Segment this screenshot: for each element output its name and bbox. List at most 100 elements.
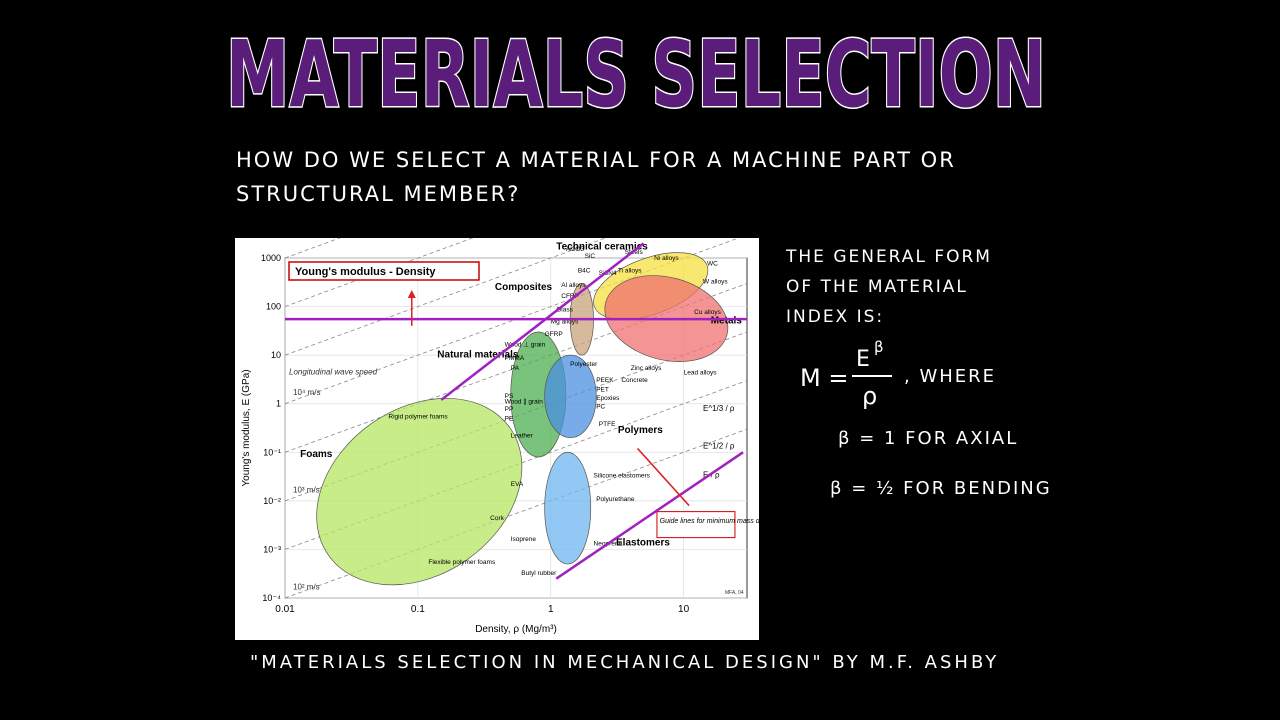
material-label: Silicone elastomers: [594, 473, 651, 480]
guide-box-text: Guide lines for minimum mass design: [660, 518, 759, 525]
material-label: Butyl rubber: [521, 570, 557, 577]
y-axis-title: Young's modulus, E (GPa): [241, 369, 252, 486]
material-label: Isoprene: [511, 536, 537, 543]
guide-label: E^1/2 / ρ: [703, 441, 735, 450]
x-tick-label: 0.1: [411, 604, 425, 615]
x-tick-label: 0.01: [275, 604, 295, 615]
equation-where: , WHERE: [904, 366, 996, 387]
family-label: Technical ceramics: [556, 241, 648, 252]
wave-speed-guide: [284, 238, 607, 356]
material-label: Polyester: [570, 361, 598, 368]
material-label: Leather: [511, 433, 534, 440]
material-label: PMMA: [505, 355, 525, 362]
family-envelope: [544, 451, 592, 565]
x-tick-label: 10: [678, 604, 690, 615]
y-tick-label: 1000: [261, 253, 281, 263]
title-text: MATERIALS SELECTION: [226, 21, 1046, 122]
family-label: Metals: [711, 315, 743, 326]
beta-axial: β = 1 FOR AXIAL: [838, 428, 1019, 449]
family-label: Natural materials: [437, 349, 519, 360]
annotation-arrow-guide: [636, 447, 690, 507]
family-envelope: [316, 398, 523, 586]
guide-label: E / ρ: [703, 471, 720, 480]
material-label: Glass: [556, 306, 573, 313]
y-tick-label: 10⁻¹: [263, 447, 281, 457]
material-label: SiC: [585, 253, 596, 260]
material-label: EVA: [511, 481, 524, 488]
material-label: PTFE: [599, 421, 616, 428]
y-tick-label: 100: [266, 302, 281, 312]
material-label: PEEK: [596, 377, 614, 384]
material-label: Mg alloys: [551, 318, 579, 325]
material-label: CFRP: [561, 293, 579, 300]
material-label: Lead alloys: [684, 369, 718, 376]
index-line-linear: [555, 451, 744, 580]
question-text: HOW DO WE SELECT A MATERIAL FOR A MACHIN…: [236, 148, 956, 206]
wave-speed-label: 10² m/s: [293, 582, 320, 591]
material-label: Ti alloys: [618, 268, 642, 275]
y-tick-label: 10: [271, 350, 281, 360]
material-label: Ni alloys: [654, 255, 679, 262]
material-label: Rigid polymer foams: [388, 413, 448, 420]
equation-denominator: ρ: [862, 382, 877, 410]
material-label: Cu alloys: [694, 309, 721, 316]
wave-speed-guide: [284, 428, 748, 599]
material-label: PS: [505, 393, 514, 400]
material-label: GFRP: [545, 331, 563, 338]
index-line-1: THE GENERAL FORM: [786, 247, 992, 267]
y-tick-label: 1: [276, 399, 281, 409]
family-envelope: [544, 354, 597, 439]
beta-bending: β = ½ FOR BENDING: [830, 478, 1052, 499]
guide-label: E^1/3 / ρ: [703, 404, 735, 413]
annotation-arrowhead: [407, 289, 416, 298]
page-title: MATERIALS SELECTION: [222, 10, 1052, 130]
wave-speed-label: 10⁴ m/s: [293, 388, 320, 397]
material-label: Wood ∥ grain: [505, 398, 544, 406]
material-label: PE: [505, 416, 514, 423]
family-label: Polymers: [618, 425, 663, 436]
index-line-sqrt: [440, 242, 645, 401]
equation-numerator: E: [856, 347, 870, 372]
material-label: Al alloys: [561, 282, 586, 289]
y-tick-label: 10⁻³: [263, 544, 281, 554]
material-label: Wood ⊥ grain: [505, 342, 546, 349]
material-label: PP: [505, 406, 514, 413]
family-label: Elastomers: [616, 538, 670, 549]
material-label: Zinc alloys: [631, 365, 662, 372]
material-label: PET: [596, 386, 609, 393]
y-tick-label: 10⁻²: [263, 496, 281, 506]
guide-box: [656, 511, 736, 539]
material-label: Si3N4: [599, 270, 617, 277]
material-label: Epoxies: [596, 395, 620, 402]
index-line-2: OF THE MATERIAL: [786, 277, 968, 297]
material-label: PA: [511, 365, 520, 372]
y-tick-label: 10⁻⁴: [262, 593, 281, 603]
equation-exponent: β: [874, 338, 884, 356]
material-label: Steels: [625, 249, 644, 256]
index-line-3: INDEX IS:: [786, 307, 885, 327]
ashby-chart-svg: 1000 100 10 1 10⁻¹ 10⁻² 10⁻³ 10⁻⁴0.01 0.1 1 10Dens…: [241, 238, 759, 635]
material-index-equation: M = E β ρ , WHERE: [800, 338, 1040, 418]
equation-lhs: M =: [800, 364, 848, 392]
material-label: Concrete: [621, 377, 648, 384]
wave-speed-title: Longitudinal wave speed: [289, 367, 378, 376]
material-label: Cork: [490, 515, 504, 522]
material-label: Polyurethane: [596, 496, 635, 503]
family-label: Foams: [300, 449, 333, 460]
material-label: W alloys: [703, 278, 728, 285]
material-label: B4C: [578, 268, 591, 275]
citation-text: "MATERIALS SELECTION IN MECHANICAL DESIG…: [250, 652, 1000, 673]
wave-speed-label: 10³ m/s: [293, 485, 320, 494]
chart-title-box: [288, 261, 480, 281]
material-label: Flexible polymer foams: [428, 559, 496, 566]
chart-title: Young's modulus - Density: [295, 266, 436, 278]
material-label: Al2O3: [566, 246, 584, 253]
x-axis-title: Density, ρ (Mg/m³): [475, 624, 557, 635]
family-label: Composites: [495, 282, 553, 293]
footer-tag: MFA, 04: [725, 590, 744, 596]
material-label: PC: [596, 403, 605, 410]
x-tick-label: 1: [548, 604, 554, 615]
index-description: THE GENERAL FORM OF THE MATERIAL INDEX I…: [786, 242, 992, 332]
material-label: WC: [707, 261, 718, 268]
